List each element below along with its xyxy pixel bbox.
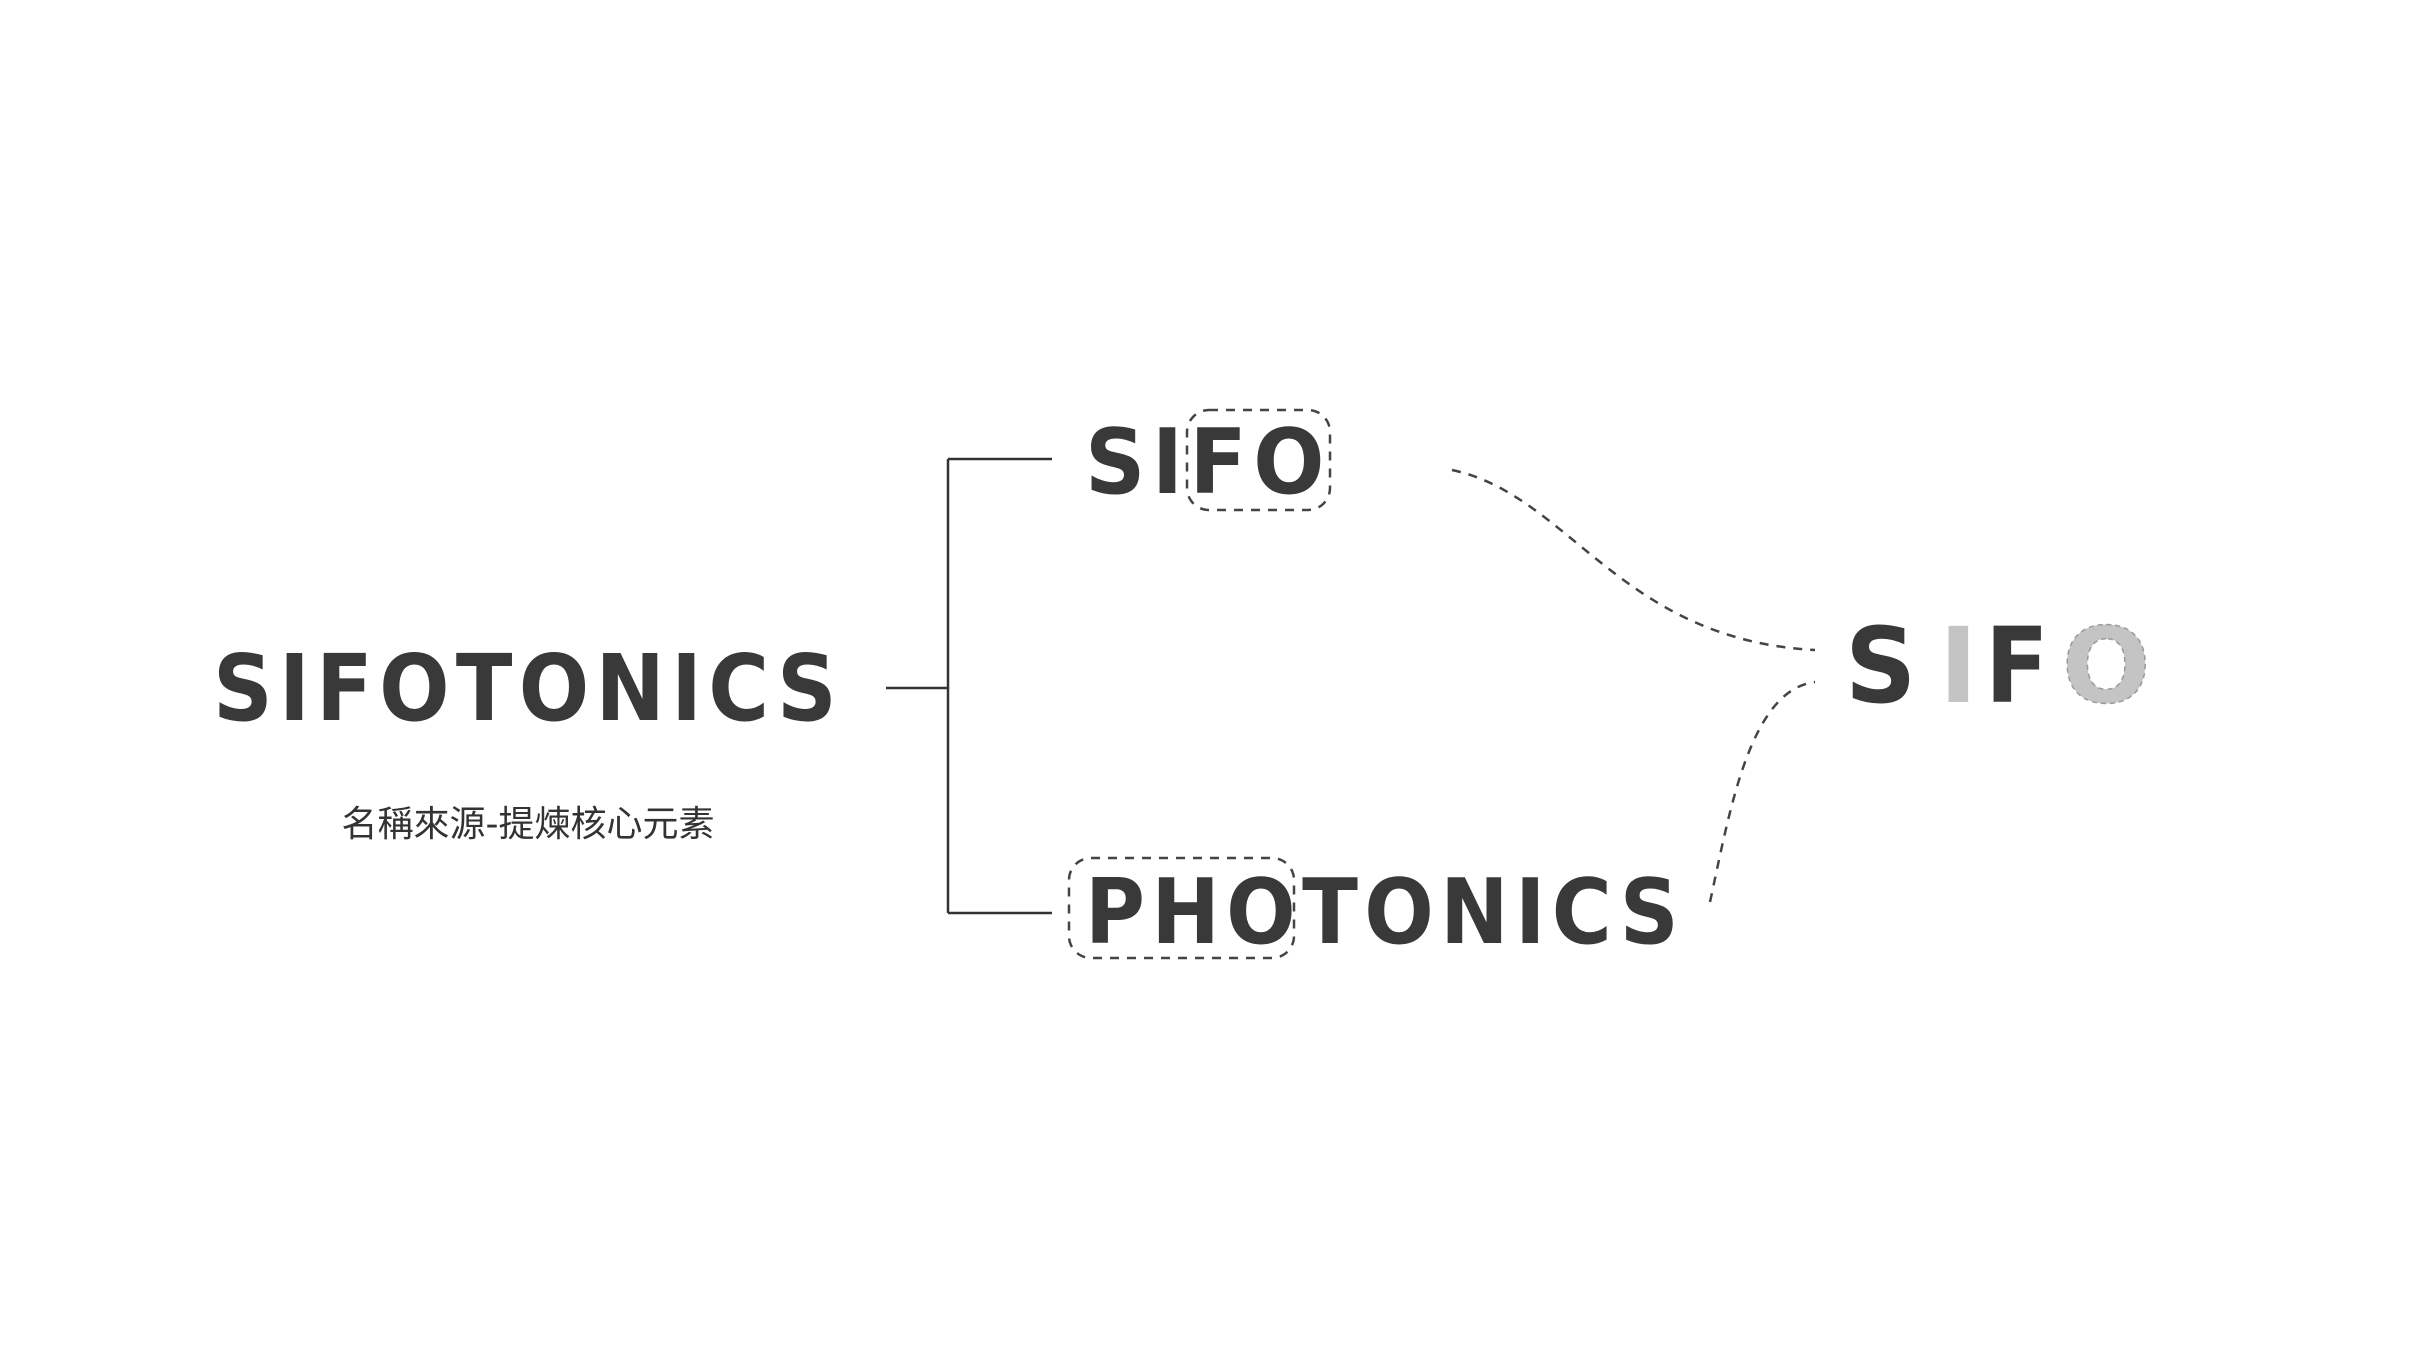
result-letter-s: S	[1845, 605, 1923, 727]
branch-connector	[886, 457, 1052, 915]
highlight-box-fo	[1185, 408, 1332, 512]
source-word: SIFOTONICS	[213, 635, 843, 742]
caption-text: 名稱來源-提煉核心元素	[342, 804, 715, 845]
result-letter-o: O	[2062, 605, 2150, 727]
flow-curve-lower	[1708, 680, 1816, 903]
result-letter-f: F	[1985, 605, 2055, 727]
highlight-box-pho	[1067, 856, 1296, 960]
flow-curve-upper	[1451, 468, 1816, 652]
branch-word-photonics: PHOTONICS	[1085, 860, 1685, 965]
result-logo: S I F O	[1845, 604, 2151, 728]
branch-word-sifo: SIFO	[1085, 410, 1331, 515]
result-letter-i: I	[1939, 605, 1978, 727]
